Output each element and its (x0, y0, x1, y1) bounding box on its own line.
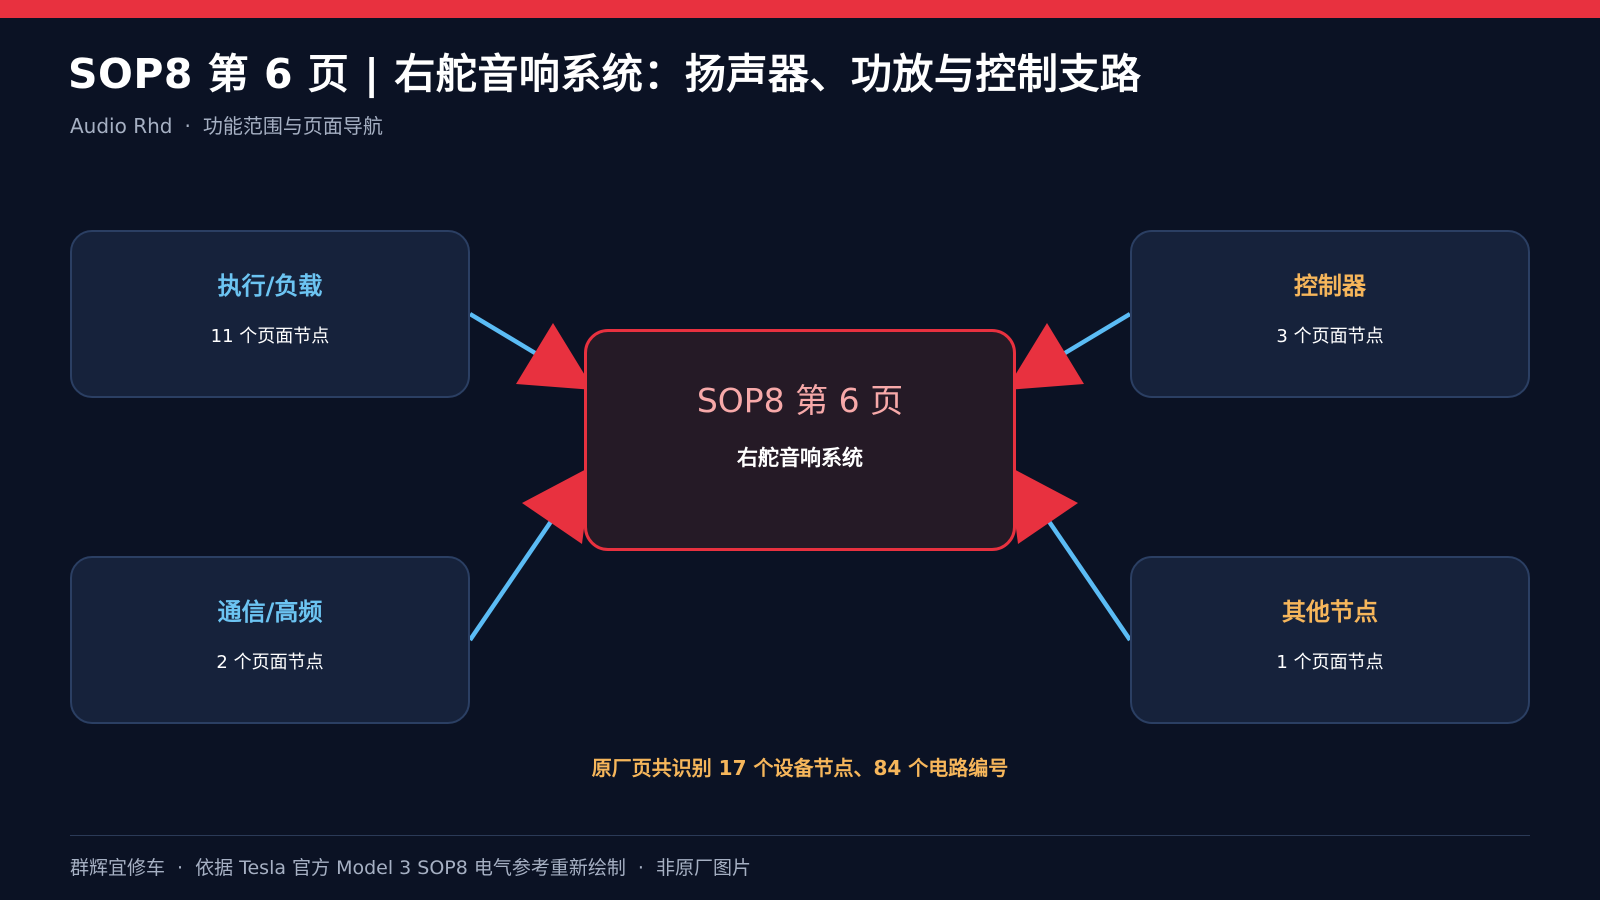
node-communication-rf: 通信/高频 2 个页面节点 (70, 556, 470, 724)
connector-arrowhead-bottom-left (522, 466, 592, 544)
connector-arrowhead-bottom-right (1008, 466, 1078, 544)
node-title: 控制器 (1294, 272, 1366, 300)
connector-line-bottom-right (1046, 518, 1132, 642)
node-title: 其他节点 (1282, 598, 1378, 626)
footer-divider (70, 835, 1530, 836)
connector-arrowhead-top-left (516, 323, 594, 390)
subtitle-description: 功能范围与页面导航 (202, 114, 383, 138)
subtitle-system-name: Audio Rhd (70, 114, 173, 138)
connector-line-top-right (1058, 312, 1132, 358)
node-count: 3 个页面节点 (1276, 326, 1384, 347)
node-count: 2 个页面节点 (216, 652, 324, 673)
node-controllers: 控制器 3 个页面节点 (1130, 230, 1530, 398)
center-node-title: SOP8 第 6 页 (696, 381, 904, 420)
footer-author: 群辉宜修车 (70, 857, 166, 879)
footer-note: 非原厂图片 (655, 857, 751, 879)
page-title: SOP8 第 6 页 | 右舵音响系统：扬声器、功放与控制支路 (68, 50, 1142, 98)
center-node-sop8-page: SOP8 第 6 页 右舵音响系统 (584, 329, 1016, 551)
connector-line-top-left (468, 312, 542, 358)
node-title: 通信/高频 (217, 598, 323, 626)
node-actuators-loads: 执行/负载 11 个页面节点 (70, 230, 470, 398)
center-node-subtitle: 右舵音响系统 (737, 446, 863, 470)
connector-arrowhead-top-right (1006, 323, 1084, 390)
footer-separator: · (637, 857, 644, 879)
node-count: 1 个页面节点 (1276, 652, 1384, 673)
node-other: 其他节点 1 个页面节点 (1130, 556, 1530, 724)
summary-note: 原厂页共识别 17 个设备节点、84 个电路编号 (591, 756, 1009, 780)
node-count: 11 个页面节点 (210, 326, 330, 347)
page-subtitle: Audio Rhd · 功能范围与页面导航 (70, 110, 383, 139)
footer-source: 依据 Tesla 官方 Model 3 SOP8 电气参考重新绘制 (195, 857, 626, 879)
node-title: 执行/负载 (217, 272, 323, 300)
top-accent-bar (0, 0, 1600, 18)
footer: 群辉宜修车 · 依据 Tesla 官方 Model 3 SOP8 电气参考重新绘制 ·… (70, 853, 751, 880)
footer-separator: · (177, 857, 184, 879)
connector-line-bottom-left (468, 518, 554, 642)
subtitle-separator: · (184, 114, 191, 138)
